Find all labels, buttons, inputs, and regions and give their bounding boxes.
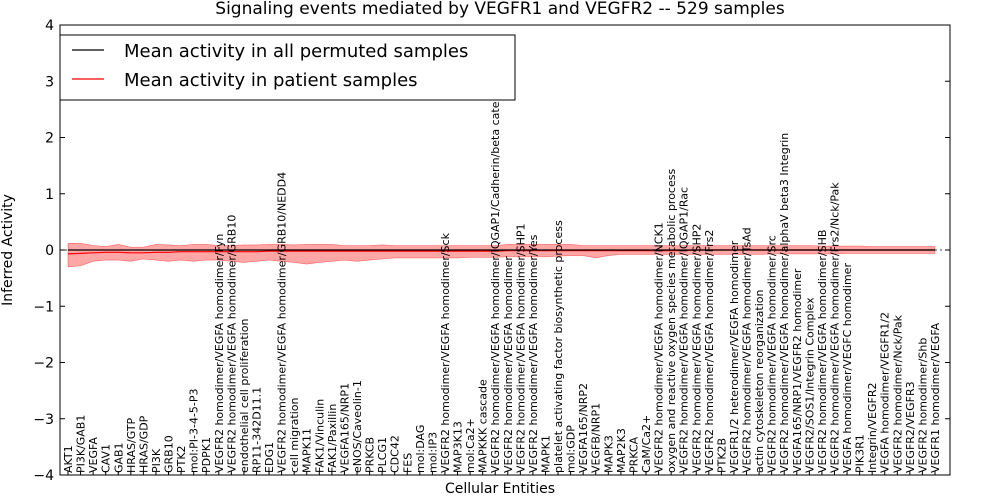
x-tick-label: cell migration: [288, 397, 301, 473]
x-tick-label: VEGFR2 homodimer/VEGFA homodimer/Frs2/Nc…: [829, 182, 842, 473]
y-tick-label: −2: [33, 356, 54, 372]
x-tick-label: VEGFA165/NRP2: [577, 383, 590, 473]
x-tick-label: VEGFR2 homodimer/VEGFA homodimer/Sck: [439, 232, 452, 473]
legend-box: [59, 34, 516, 101]
chart-title: Signaling events mediated by VEGFR1 and …: [215, 0, 785, 19]
x-tick-label: Integrin/VEGFR2: [866, 383, 879, 474]
x-tick-label: PLCG1: [376, 437, 389, 473]
x-tick-label: mol:DAG: [414, 425, 427, 473]
x-tick-label: PIK3R1: [854, 434, 867, 473]
x-tick-label: GAB1: [112, 442, 125, 473]
x-tick-label: VEGFR2 homodimer/VEGFA homodimer/TsAd: [741, 227, 754, 473]
x-tick-label: VEGFR2 homodimer/Shb: [916, 338, 929, 473]
x-tick-label: VEGFR2 homodimer/VEGFA homodimer/IQGAP1/…: [489, 85, 502, 473]
x-tick-label: VEGFB/NRP1: [590, 403, 603, 473]
x-tick-label: VEGFR2 homodimer/VEGFA homodimer/Yes: [527, 234, 540, 473]
x-tick-label: MAP3K13: [452, 421, 465, 473]
x-tick-label: AKT1: [62, 445, 75, 473]
x-tick-label: VEGFR2/SOS1/Integrin Complex: [803, 297, 816, 473]
x-tick-label: VEGFR2/VEGFR3: [904, 381, 917, 473]
x-tick-label: PDPK1: [200, 437, 213, 473]
y-tick-label: 3: [45, 74, 54, 90]
x-tick-label: oxygen and reactive oxygen species metab…: [665, 169, 678, 473]
x-tick-label: PTK2: [175, 445, 188, 473]
x-tick-label: mol:GDP: [565, 425, 578, 473]
x-tick-label: endothelial cell proliferation: [238, 319, 251, 473]
x-tick-label: VEGFR2 homodimer/VEGFA homodimer/SHP1: [514, 223, 527, 472]
x-tick-label: VEGFR2 homodimer/VEGFA homodimer/alphaV …: [778, 133, 791, 473]
x-tick-label: MAPK1: [540, 435, 553, 473]
x-tick-label: MAP2K3: [615, 428, 628, 473]
x-tick-label: PRKCB: [364, 437, 377, 473]
x-tick-label: FAK1/Paxillin: [326, 404, 339, 473]
x-tick-label: MAPK3: [602, 435, 615, 473]
x-tick-label: GRB10: [163, 435, 176, 473]
x-tick-label: VEGFR2 homodimer/VEGFA homodimer/Frs2: [703, 230, 716, 473]
x-tick-label: CaM/Ca2+: [640, 415, 653, 473]
x-tick-label: FES: [401, 453, 414, 473]
x-tick-label: VEGFR2 homodimer/VEGFA homodimer/SHB: [816, 230, 829, 473]
series-line-layer: [60, 249, 950, 255]
y-tick-label: −4: [33, 468, 54, 484]
x-tick-label: mol:Ca2+: [464, 418, 477, 473]
x-tick-label: PI3K/GAB1: [75, 415, 88, 473]
x-tick-label: VEGFR2 homodimer/VEGFA homodimer/SHP2: [690, 224, 703, 473]
y-tick-label: 4: [45, 18, 54, 34]
x-tick-label: VEGFR1 homodimer/VEGFA: [929, 322, 942, 473]
x-tick-label: RP11-342D11.1: [251, 387, 264, 473]
x-tick-label: HRAS/GDP: [137, 415, 150, 473]
x-tick-label: VEGFR2 homodimer/VEGFA homodimer/Fyn: [213, 234, 226, 473]
x-tick-label: MAPK11: [301, 428, 314, 473]
x-tick-label: VEGFR2 homodimer/VEGFA homodimer/Src: [766, 235, 779, 473]
y-tick-label: 1: [45, 187, 54, 203]
x-tick-label: VEGFA homodimer/VEGFR1/2: [879, 312, 892, 473]
axes-layer: [59, 24, 951, 476]
y-tick-label: −1: [33, 299, 54, 315]
x-tick-label: actin cytoskeleton reorganization: [753, 290, 766, 474]
y-tick-label: 2: [45, 131, 54, 147]
confidence-band-layer: [67, 243, 936, 268]
x-tick-label: MAPKKK cascade: [477, 379, 490, 473]
x-tick-label: VEGFR2 homodimer/VEGFA homodimer/GRB10: [225, 215, 238, 473]
x-tick-label: VEGFR2 homodimer/VEGFA homodimer: [502, 256, 515, 473]
x-tick-label: VEGFR2 homodimer/VEGFA homodimer/IQGAP1/…: [678, 187, 691, 473]
x-tick-label: PRKCA: [627, 436, 640, 473]
legend: Mean activity in all permuted samples Me…: [59, 34, 516, 101]
x-tick-label: HRAS/GTP: [125, 417, 138, 473]
x-tick-label: FAK1/Vinculin: [313, 399, 326, 473]
x-tick-label: mol:IP3: [426, 432, 439, 473]
y-tick-label: −3: [33, 412, 54, 428]
x-tick-label: EDG1: [263, 442, 276, 473]
x-tick-label: VEGFR1/2 heterodimer/VEGFA homodimer: [728, 240, 741, 473]
x-tick-label: eNOS/Caveolin-1: [351, 380, 364, 473]
x-axis-label: Cellular Entities: [445, 481, 555, 497]
legend-label-permuted: Mean activity in all permuted samples: [124, 41, 468, 62]
y-axis-label: Inferred Activity: [0, 194, 16, 306]
x-tick-label: platelet activating factor biosynthetic …: [552, 220, 565, 473]
x-tick-label: VEGFA homodimer/VEGFC homodimer: [841, 263, 854, 473]
x-tick-label: mol:PI-3-4-5-P3: [188, 388, 201, 473]
patient-confidence-band: [67, 243, 936, 268]
x-tick-label: PTK2B: [715, 438, 728, 473]
x-tick-label: VEGFA: [87, 437, 100, 473]
y-tick-label: 0: [45, 243, 54, 259]
x-tick-label: VEGFR2 homodimer/Nck/Pak: [891, 314, 904, 473]
x-tick-label: CAV1: [100, 444, 113, 473]
legend-label-patient: Mean activity in patient samples: [124, 70, 418, 91]
x-tick-label: VEGFR2 homodimer/VEGFA homodimer/GRB10/N…: [276, 172, 289, 473]
x-tick-label: CDC42: [389, 435, 402, 473]
x-tick-label: VEGFA165/NRP1: [338, 383, 351, 473]
x-tick-label: VEGFA165/NRP1/VEGFR2 homodimer: [791, 268, 804, 473]
x-tick-label: VEGFR2 homodimer/VEGFA homodimer/NCK1: [653, 222, 666, 473]
x-tick-label: PI3K: [150, 448, 163, 473]
